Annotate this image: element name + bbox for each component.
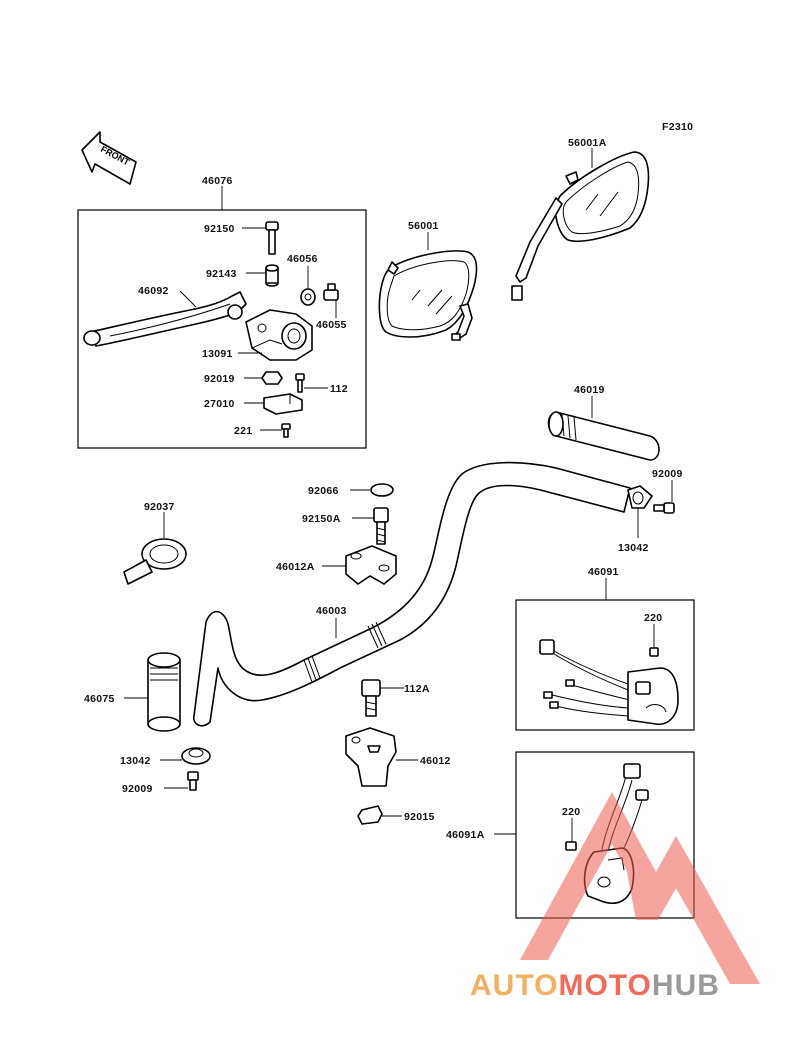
bolt-92150A (373, 507, 389, 545)
label-92150: 92150 (204, 223, 235, 235)
lever-holder-13091 (245, 309, 313, 361)
label-46075: 46075 (84, 693, 115, 705)
label-92037: 92037 (144, 501, 175, 513)
label-13042-right: 13042 (618, 542, 649, 554)
mirror-56001 (378, 250, 478, 341)
nut-92019 (261, 371, 283, 385)
adjuster-46055 (323, 283, 339, 301)
label-46092: 46092 (138, 285, 169, 297)
label-112: 112 (330, 383, 348, 395)
label-46091A: 46091A (446, 829, 485, 841)
label-56001: 56001 (408, 220, 439, 232)
clutch-lever-46092 (83, 291, 247, 347)
switch-housing-46091-box (515, 599, 695, 731)
label-46056: 46056 (287, 253, 318, 265)
switch-27010 (263, 393, 303, 415)
label-46076: 46076 (202, 175, 233, 187)
label-46012: 46012 (420, 755, 451, 767)
label-27010: 27010 (204, 398, 235, 410)
label-13042-left: 13042 (120, 755, 151, 767)
screw-112 (295, 373, 305, 393)
watermark-text: AUTOMOTOHUB (470, 969, 720, 1002)
clamp-92037 (123, 538, 187, 585)
cap-92066 (370, 483, 394, 497)
label-92009-left: 92009 (122, 783, 153, 795)
screw-221 (281, 423, 291, 438)
svg-text:AUTOMOTOHUB: AUTOMOTOHUB (470, 969, 720, 1002)
switch-housing-46091-group: 46091 220 (515, 566, 695, 731)
screw-92009-right (653, 502, 675, 514)
label-112A: 112A (404, 683, 430, 695)
label-221: 221 (234, 425, 252, 437)
grip-46019 (547, 411, 660, 461)
watermark-moto: MOTO (558, 969, 651, 1002)
label-92150A: 92150A (302, 513, 341, 525)
automotohub-logo-icon (520, 792, 760, 984)
label-46019: 46019 (574, 384, 605, 396)
label-220-bottom: 220 (562, 806, 580, 818)
nut-92015 (357, 805, 383, 825)
label-46091: 46091 (588, 566, 619, 578)
riser-46012 (345, 727, 397, 787)
watermark-auto: AUTO (470, 969, 558, 1002)
label-92066: 92066 (308, 485, 339, 497)
label-220-top: 220 (644, 612, 662, 624)
figure-code: F2310 (662, 121, 693, 133)
handlebar-46003 (192, 461, 631, 727)
mirror-56001A (511, 151, 650, 301)
bolt-92150 (265, 221, 279, 255)
collar-92143 (265, 264, 279, 287)
screw-92009-left (187, 771, 199, 791)
clamp-46012A (345, 545, 397, 585)
grip-46075 (147, 652, 181, 732)
watermark-hub: HUB (652, 969, 720, 1002)
label-56001A: 56001A (568, 137, 607, 149)
bolt-112A (361, 679, 381, 717)
front-arrow-icon: FRONT (81, 131, 137, 185)
weight-13042-right (627, 485, 653, 509)
label-46003: 46003 (316, 605, 347, 617)
label-92019: 92019 (204, 373, 235, 385)
label-92015: 92015 (404, 811, 435, 823)
switch-housing-46091A-box (515, 751, 695, 919)
label-92143: 92143 (206, 268, 237, 280)
label-13091: 13091 (202, 348, 233, 360)
washer-46056 (300, 288, 316, 306)
weight-13042-left (181, 747, 211, 765)
label-46012A: 46012A (276, 561, 315, 573)
label-46055: 46055 (316, 319, 347, 331)
label-92009-right: 92009 (652, 468, 683, 480)
lever-assembly-group: 46076 92150 92143 46056 46055 (77, 175, 367, 449)
